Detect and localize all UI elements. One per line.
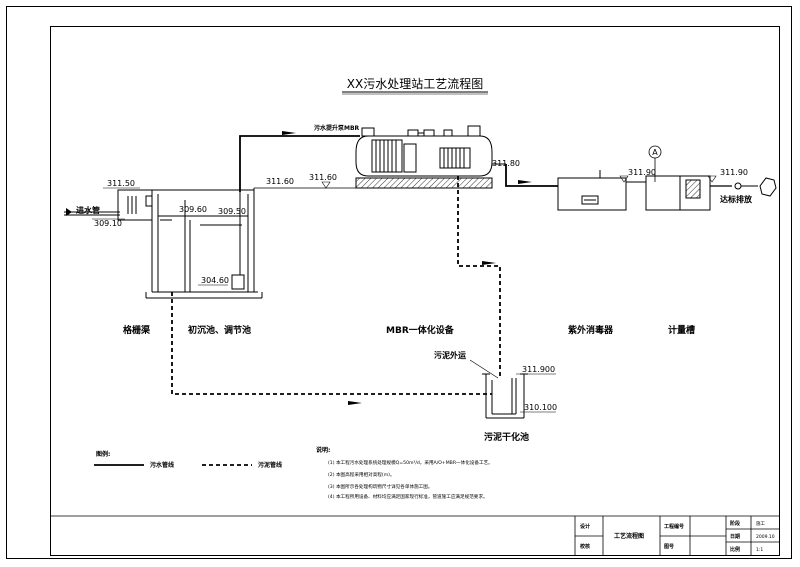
label-screen-channel: 格栅渠: [123, 324, 151, 336]
legend-sewage-label: 污水管线: [150, 461, 174, 469]
tb-scale-label: 比例: [730, 546, 740, 553]
elev-inlet-pipe: 309.10: [94, 219, 122, 228]
drawing-inner-frame: [50, 26, 780, 556]
tb-checked: 校核: [580, 543, 590, 550]
sludge-pipe-mbr: [457, 176, 501, 378]
note-2: (2) 本图高程采用相对高程(m)。: [328, 471, 395, 478]
elev-tank-bottom: 304.60: [201, 276, 229, 285]
inlet-pipe: [64, 208, 120, 216]
tb-stage-label: 阶段: [730, 520, 740, 527]
tb-date-value: 2009.10: [756, 534, 775, 540]
label-mbr: MBR一体化设备: [386, 324, 455, 336]
title-block: [50, 515, 780, 556]
elev-grade-a: 311.60: [266, 177, 294, 186]
instrument-tag: A: [648, 145, 662, 182]
outlet-label: 达标排放: [720, 194, 753, 204]
elev-grade-b: 311.60: [309, 173, 337, 182]
tb-project-no-label: 工程编号: [664, 523, 684, 530]
elev-sludge-bottom: 310.100: [524, 403, 557, 412]
tb-scale-value: 1:1: [756, 547, 763, 553]
elev-tank-water-b: 309.50: [218, 207, 246, 216]
sludge-pipe-tank: [171, 292, 492, 395]
metering-tank: [645, 175, 732, 211]
notes-heading: 说明:: [316, 446, 330, 454]
elev-meter-top: 311.90: [720, 168, 748, 177]
sludge-drying-tank: [482, 373, 528, 419]
tb-drawing-no-label: 图号: [664, 543, 674, 550]
note-3: (3) 本图所示各处理构筑物尺寸详见各单体施工图。: [328, 483, 432, 490]
flow-arrow-sludge-b: [348, 401, 362, 405]
elev-tank-water-a: 309.60: [179, 205, 207, 214]
diagram-title: XX污水处理站工艺流程图: [347, 76, 483, 91]
primary-regulating-tank: [145, 188, 263, 299]
mbr-unit: [355, 125, 493, 189]
legend-heading: 图例:: [96, 450, 110, 458]
tb-designed: 设计: [580, 523, 590, 530]
inlet-label: 进水管: [76, 205, 100, 215]
elev-mbr-out: 311.80: [492, 159, 520, 168]
legend-sludge-label: 污泥管线: [258, 461, 282, 469]
outlet-valve-icon: [734, 182, 742, 190]
tb-drawing-name: 工艺流程图: [614, 532, 644, 540]
elev-uv-top: 311.90: [628, 168, 656, 177]
note-4: (4) 本工程所用设备、材料均应满足国家现行标准，管道施工应满足规范要求。: [328, 493, 488, 500]
elev-inlet-top: 311.50: [107, 179, 135, 188]
tb-date-label: 日期: [730, 533, 740, 540]
flow-arrow-sludge-a: [482, 261, 496, 265]
uv-disinfector: [557, 170, 646, 211]
label-meter: 计量槽: [668, 324, 695, 336]
label-uv: 紫外消毒器: [568, 324, 614, 336]
note-1: (1) 本工程污水处理系统处理规模Q=50m³/d，采用A/O+MBR一体化设备…: [328, 459, 493, 466]
flow-arrow-uv: [518, 180, 532, 184]
drawing-outer-frame: [6, 6, 792, 559]
label-sludge-tank: 污泥干化池: [484, 431, 529, 443]
screen-channel: [117, 189, 153, 221]
flow-arrow-pump: [282, 131, 296, 135]
sewage-pipe-to-mbr: [239, 135, 360, 192]
pump-label: 污水提升泵MBR: [314, 124, 360, 132]
label-primary-tank: 初沉池、调节池: [188, 324, 251, 336]
outlet-discharge-icon: [759, 177, 777, 197]
sludge-out-label: 污泥外运: [434, 350, 466, 360]
svg-text:A: A: [652, 148, 658, 157]
sewage-pipe-to-uv: [492, 163, 558, 187]
elev-sludge-top: 311.900: [522, 365, 555, 374]
tb-stage-value: 施工: [756, 520, 765, 527]
